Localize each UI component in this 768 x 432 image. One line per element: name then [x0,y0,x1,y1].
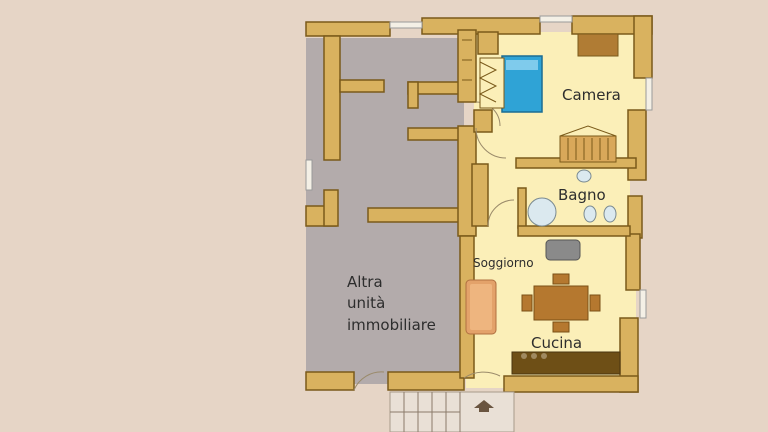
chair-right [589,294,601,312]
window-top-right [539,15,573,23]
dining-table [533,285,589,321]
window-right-living [639,289,647,319]
wall-bottom-right [503,375,639,393]
wall-gray-upper-left [339,79,385,93]
wall-gray-lower [367,207,463,223]
burner [531,353,537,359]
closet [479,57,505,109]
wall-gray-stub [407,81,419,109]
wall-central-top [457,29,477,103]
sink [576,169,592,183]
closet-hatch [478,61,498,103]
window-top-left [389,21,423,29]
entrance-arrow-stem [479,407,489,412]
burner [521,353,527,359]
shelf-lines [567,138,609,160]
room-labels: Altra unità immobiliare Camera Bagno Sog… [347,86,621,352]
wall-hatching [462,39,472,81]
wall-bottom-left [305,371,355,391]
door-entrance [463,371,501,379]
wall-right-living [625,233,641,291]
other-unit-label-line2: unità [347,294,385,312]
bedroom-shelf [559,135,617,163]
wall-right-upper [633,15,653,79]
shelf-roof [559,125,617,137]
wall-bedroom-closet [473,109,493,133]
dining-chairs [521,273,601,333]
door-bath [487,199,515,227]
living-furniture [465,239,621,375]
living-label: Soggiorno [473,256,534,270]
wall-bottom-middle [387,371,465,391]
wall-bath-living [517,225,631,237]
wall-left-inner-lower [323,189,339,227]
entrance-arrow-head [474,400,494,408]
wall-right-bedroom [627,109,647,181]
window-right-bedroom [645,77,653,111]
bathroom-label: Bagno [558,186,606,204]
toilet [583,205,597,223]
bed-pillow [506,60,538,70]
bedroom-furniture [478,33,619,163]
sofa-cushion [470,284,492,330]
wall-top-left [305,21,391,37]
wall-bath-left [471,163,489,227]
chair-left [521,294,533,312]
kitchen-burners [521,353,547,359]
kitchen-label: Cucina [531,334,582,352]
stair-steps [390,392,461,432]
kitchen-counter [511,351,621,375]
burner [541,353,547,359]
wall-gray-middle [407,127,465,141]
doors [353,101,515,391]
bathroom-fixtures [527,169,617,227]
armchair [545,239,581,261]
bidet [603,205,617,223]
windows [305,15,653,319]
wall-bedroom-stub [477,31,499,55]
bedroom-label: Camera [562,86,621,104]
other-unit-label-line1: Altra [347,273,383,291]
door-bath-corridor [475,127,507,159]
chair-bottom [552,321,570,333]
chair-top [552,273,570,285]
bathroom-floor [474,164,630,234]
window-left-gray [305,159,313,191]
entrance-arrow-icon [474,400,494,412]
wall-left-inner [323,35,341,161]
door-gray-unit [353,371,385,391]
wall-bath-partition [517,187,527,229]
stairs-icon [389,391,515,432]
shower [527,197,557,227]
dresser [577,33,619,57]
other-unit-label-line3: immobiliare [347,316,436,334]
